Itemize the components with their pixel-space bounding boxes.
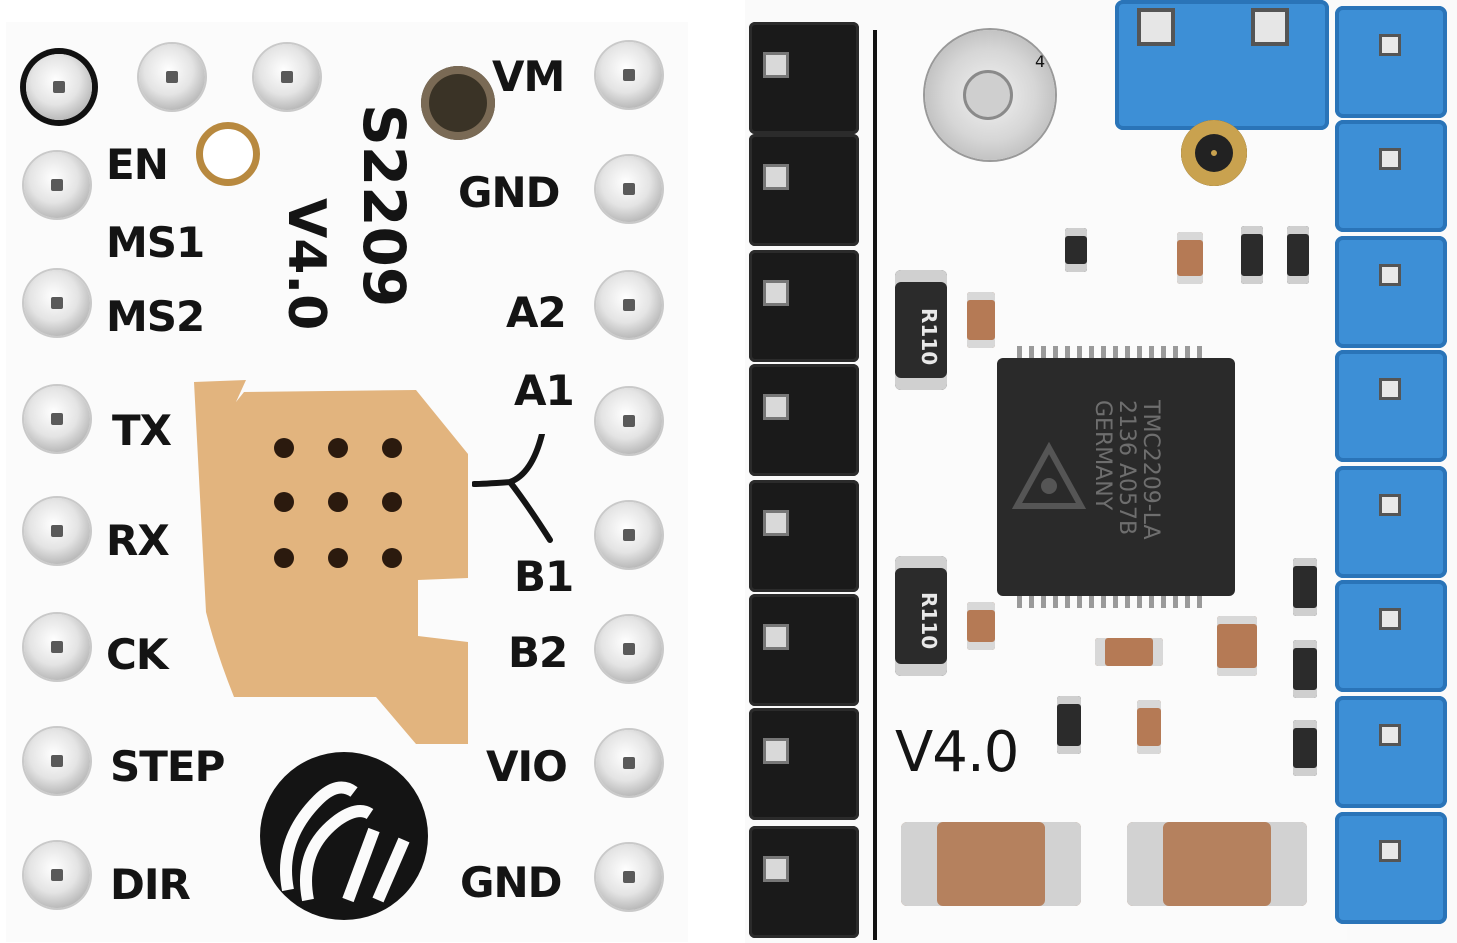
pin-hole <box>24 270 90 336</box>
pin-hole <box>24 842 90 908</box>
pin-hole <box>596 42 662 108</box>
black-header-pin <box>749 594 859 706</box>
blue-header-pin <box>1335 696 1447 808</box>
chip-pin-row <box>1017 596 1202 608</box>
smd-capacitor <box>967 602 995 650</box>
smd-component <box>1065 228 1087 272</box>
gold-mounting-hole <box>196 122 260 186</box>
potentiometer-screw-icon <box>963 70 1013 120</box>
front-version-text: V4.0 <box>895 720 1019 785</box>
pin-label-rx: RX <box>106 516 170 565</box>
pin-hole <box>24 728 90 794</box>
pin-label-gnd: GND <box>460 858 562 907</box>
gold-mounting-hole <box>1181 120 1247 186</box>
chip-label-line1: TMC2209-LA <box>1138 400 1163 540</box>
pin-label-tx: TX <box>112 406 172 455</box>
pin-hole <box>24 614 90 680</box>
jumper-pin <box>1137 8 1175 46</box>
capacitor-component <box>421 66 495 140</box>
model-text: S2209 <box>350 104 418 308</box>
brand-logo-icon <box>260 752 428 920</box>
driver-board-front: 4 R110 R110 TMC2209-LA 2136 A057B GERMAN… <box>745 0 1457 943</box>
pin-label-step: STEP <box>110 742 225 791</box>
smd-capacitor <box>1177 232 1203 284</box>
pin-hole <box>596 844 662 910</box>
pin-label-ck: CK <box>106 630 168 679</box>
pin-label-vio: VIO <box>486 742 568 791</box>
blue-header-pin <box>1335 120 1447 232</box>
resistor-label: R110 <box>917 592 941 650</box>
pin-hole <box>596 272 662 338</box>
smd-capacitor <box>1095 638 1163 666</box>
pin-label-a2: A2 <box>506 288 567 337</box>
resistor <box>895 270 947 390</box>
blue-header-pin <box>1335 350 1447 462</box>
pin-label-ms2: MS2 <box>106 292 205 341</box>
jumper-pin <box>1251 8 1289 46</box>
chip-label-line2: 2136 A057B <box>1114 400 1139 536</box>
driver-board-back: EN MS1 MS2 TX RX CK STEP DIR VM GND A2 A… <box>6 22 688 942</box>
black-header-pin <box>749 250 859 362</box>
smd-component <box>1057 696 1081 754</box>
tmc2209-chip <box>997 358 1235 596</box>
pin-hole <box>139 44 205 110</box>
black-header-pin <box>749 364 859 476</box>
copper-thermal-pad <box>194 380 468 744</box>
blue-header-pin <box>1335 580 1447 692</box>
pin-label-a1: A1 <box>514 366 575 415</box>
pin-hole <box>24 152 90 218</box>
black-header-pin <box>749 134 859 246</box>
pin-label-gnd: GND <box>458 168 560 217</box>
black-header-pin <box>749 826 859 938</box>
pot-mark: 4 <box>1035 52 1045 71</box>
large-capacitor <box>901 822 1081 906</box>
pin-hole <box>24 498 90 564</box>
resistor-label: R110 <box>917 308 941 366</box>
smd-component <box>1293 720 1317 776</box>
smd-capacitor <box>1217 616 1257 676</box>
blue-header-pin <box>1335 6 1447 118</box>
blue-header-pin <box>1335 236 1447 348</box>
smd-capacitor <box>1137 700 1161 754</box>
pin-hole <box>254 44 320 110</box>
chip-label-line3: GERMANY <box>1090 400 1115 511</box>
smd-capacitor <box>967 292 995 348</box>
smd-component <box>1293 558 1317 616</box>
black-header-pin <box>749 22 859 134</box>
blue-header-pin <box>1335 812 1447 924</box>
smd-component <box>1293 640 1317 698</box>
black-header-pin <box>749 708 859 820</box>
pin-label-en: EN <box>106 140 169 189</box>
chip-pin-row <box>1017 346 1202 358</box>
chip-logo-icon <box>1011 441 1087 509</box>
pin-hole <box>596 502 662 568</box>
blue-header-pin <box>1335 466 1447 578</box>
pin-hole <box>24 386 90 452</box>
y-symbol-icon <box>472 434 553 543</box>
pin-hole <box>26 54 92 120</box>
smd-component <box>1241 226 1263 284</box>
pin-label-b1: B1 <box>514 552 574 601</box>
pin-label-b2: B2 <box>508 628 568 677</box>
black-header-pin <box>749 480 859 592</box>
smd-component <box>1287 226 1309 284</box>
pin-hole <box>596 156 662 222</box>
pin-hole <box>596 388 662 454</box>
large-capacitor <box>1127 822 1307 906</box>
pin-label-vm: VM <box>492 52 565 101</box>
pin-label-dir: DIR <box>110 860 191 909</box>
pin-hole <box>596 616 662 682</box>
pin-label-ms1: MS1 <box>106 218 205 267</box>
pin-hole <box>596 730 662 796</box>
version-text: V4.0 <box>276 198 336 331</box>
resistor <box>895 556 947 676</box>
